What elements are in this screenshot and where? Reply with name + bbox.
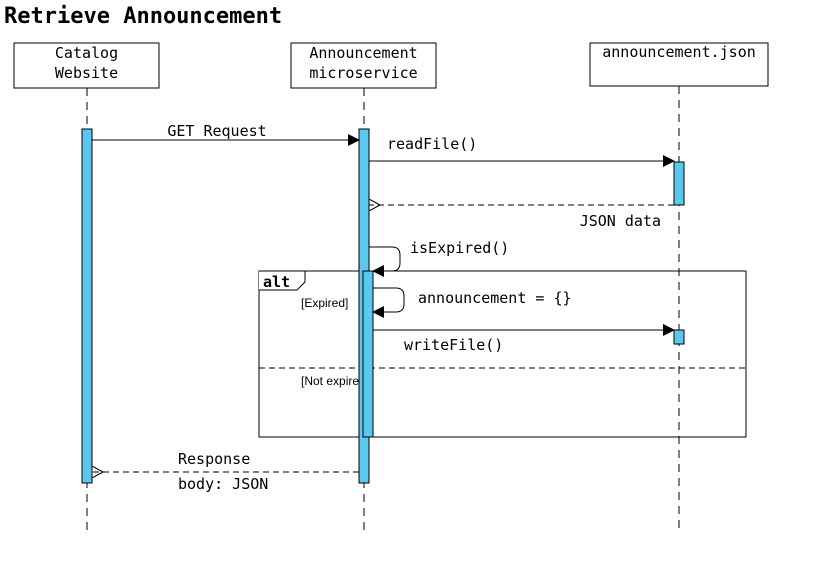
participant-json: announcement.json (589, 42, 769, 87)
participant-announcement-line1: Announcement (309, 44, 417, 62)
participant-catalog-line1: Catalog (55, 44, 118, 62)
message-write-file-label: writeFile() (404, 336, 503, 354)
activation-announcement-nested (362, 270, 374, 438)
activation-json-write (673, 329, 685, 345)
message-is-expired (369, 246, 401, 277)
message-response-label-line2: body: JSON (178, 475, 268, 493)
message-get-request-label: GET Request (167, 122, 266, 140)
message-announcement-reset-label: announcement = {} (418, 289, 572, 307)
participant-json-label: announcement.json (602, 43, 756, 61)
message-json-data-label: JSON data (580, 212, 661, 230)
alt-fragment: alt [Expired] [Not expired] (258, 270, 747, 438)
message-announcement-reset (372, 287, 405, 318)
participant-announcement-line2: microservice (309, 64, 417, 82)
participant-announcement: Announcement microservice (290, 42, 437, 89)
activation-catalog (81, 128, 93, 484)
message-is-expired-label: isExpired() (410, 239, 509, 257)
participant-catalog: Catalog Website (13, 42, 160, 89)
message-response-label-line1: Response (178, 450, 250, 468)
diagram-title: Retrieve Announcement (4, 4, 283, 29)
activation-json-read (673, 161, 685, 206)
guard-expired: [Expired] (301, 296, 348, 310)
alt-operator-label: alt (263, 273, 290, 291)
message-read-file-label: readFile() (387, 135, 477, 153)
guard-not-expired: [Not expired] (301, 374, 369, 388)
participant-catalog-line2: Website (55, 64, 118, 82)
